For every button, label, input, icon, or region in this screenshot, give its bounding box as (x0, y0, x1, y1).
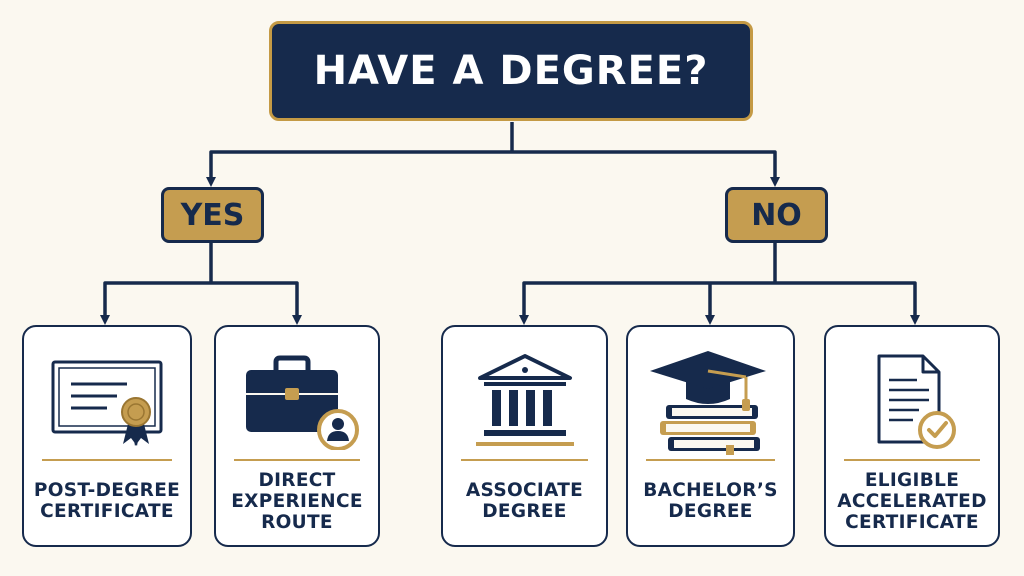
option-card-associate-degree: ASSOCIATE DEGREE (441, 325, 608, 547)
card-divider (461, 459, 588, 461)
option-label: ASSOCIATE DEGREE (465, 480, 584, 522)
option-label: ELIGIBLE ACCELERATED CERTIFICATE (837, 469, 987, 533)
connector-to-direct-experience (211, 281, 302, 325)
option-label: DIRECT EXPERIENCE ROUTE (231, 469, 363, 533)
connector-to-yes (206, 150, 512, 187)
connector-to-no (512, 150, 780, 187)
yes-branch-label: YES (161, 187, 264, 243)
option-card-eligible-accelerated-certificate: ELIGIBLE ACCELERATED CERTIFICATE (824, 325, 1000, 547)
option-card-direct-experience-route: DIRECT EXPERIENCE ROUTE (214, 325, 380, 547)
option-label: BACHELOR’S DEGREE (643, 480, 778, 522)
question-box: HAVE A DEGREE? (269, 21, 753, 121)
option-card-bachelors-degree: BACHELOR’S DEGREE (626, 325, 795, 547)
connector-to-post-degree (100, 281, 211, 325)
briefcase-person-icon (216, 341, 378, 459)
option-label: POST-DEGREE CERTIFICATE (33, 480, 181, 522)
card-divider (42, 459, 172, 461)
option-card-post-degree-certificate: POST-DEGREE CERTIFICATE (22, 325, 192, 547)
graduation-cap-books-icon (628, 341, 793, 459)
document-check-icon (826, 341, 998, 459)
certificate-icon (24, 341, 190, 459)
connector-to-eligible-accelerated (775, 281, 920, 325)
card-divider (234, 459, 360, 461)
question-title: HAVE A DEGREE? (313, 48, 709, 94)
institution-building-icon (443, 341, 606, 459)
card-divider (646, 459, 775, 461)
card-divider (844, 459, 980, 461)
no-branch-label: NO (725, 187, 828, 243)
connector-to-associate (519, 281, 775, 325)
